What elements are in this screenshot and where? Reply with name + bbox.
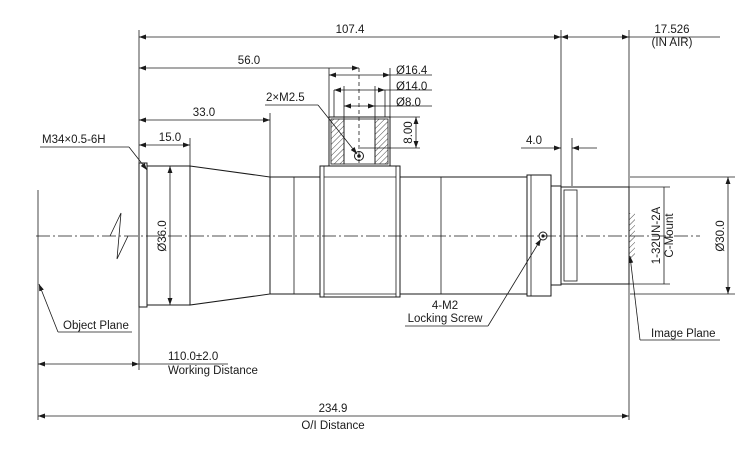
front-taper (189, 165, 271, 306)
lens-body (138, 68, 635, 308)
dim-rear-step: 4.0 (526, 135, 542, 147)
dim-dia-80: Ø8.0 (396, 97, 421, 109)
dim-overall-length: 107.4 (336, 24, 365, 36)
front-ring (138, 162, 148, 308)
label-mount-screw: 2×M2.5 (266, 92, 305, 104)
label-locking-screw-count: 4-M2 (432, 300, 458, 312)
leader-lines (38, 104, 720, 341)
dim-dia-164: Ø16.4 (396, 65, 428, 77)
dim-flange-back-note: (IN AIR) (652, 37, 693, 49)
rear-barrel (399, 176, 528, 295)
dimension-lines (38, 34, 731, 419)
label-working-distance: Working Distance (168, 365, 258, 377)
label-object-plane: Object Plane (63, 320, 129, 332)
dim-dia-300: Ø30.0 (715, 220, 727, 251)
label-oi-distance: O/I Distance (301, 420, 364, 432)
c-mount-thread (560, 186, 630, 285)
break-symbol (109, 212, 129, 260)
label-filter-thread: M34×0.5-6H (42, 134, 106, 146)
dim-dia-140: Ø14.0 (396, 81, 427, 93)
middle-barrel (269, 176, 321, 295)
dim-to-mount-center: 56.0 (238, 55, 260, 67)
dim-dia-360: Ø36.0 (157, 220, 169, 251)
dim-flange-back: 17.526 (654, 24, 689, 36)
label-mount-type: C-Mount (664, 213, 676, 258)
dimension-texts: 107.4 17.526 (IN AIR) 56.0 Ø16.4 Ø14.0 Ø… (157, 24, 727, 415)
dim-front-length: 15.0 (159, 132, 181, 144)
label-thread-spec: 1-32UN-2A (651, 206, 663, 264)
dim-oi-distance-value: 234.9 (319, 403, 348, 415)
dim-to-front-step: 33.0 (193, 107, 215, 119)
label-image-plane: Image Plane (651, 328, 716, 340)
dim-height-80: 8.00 (403, 121, 415, 143)
dim-working-distance-value: 110.0±2.0 (168, 351, 218, 363)
focus-sleeve (319, 165, 401, 298)
mount-flange (550, 185, 562, 286)
callout-texts: 2×M2.5 M34×0.5-6H 4-M2 Locking Screw 1-3… (42, 92, 716, 432)
label-locking-screw: Locking Screw (408, 313, 483, 325)
